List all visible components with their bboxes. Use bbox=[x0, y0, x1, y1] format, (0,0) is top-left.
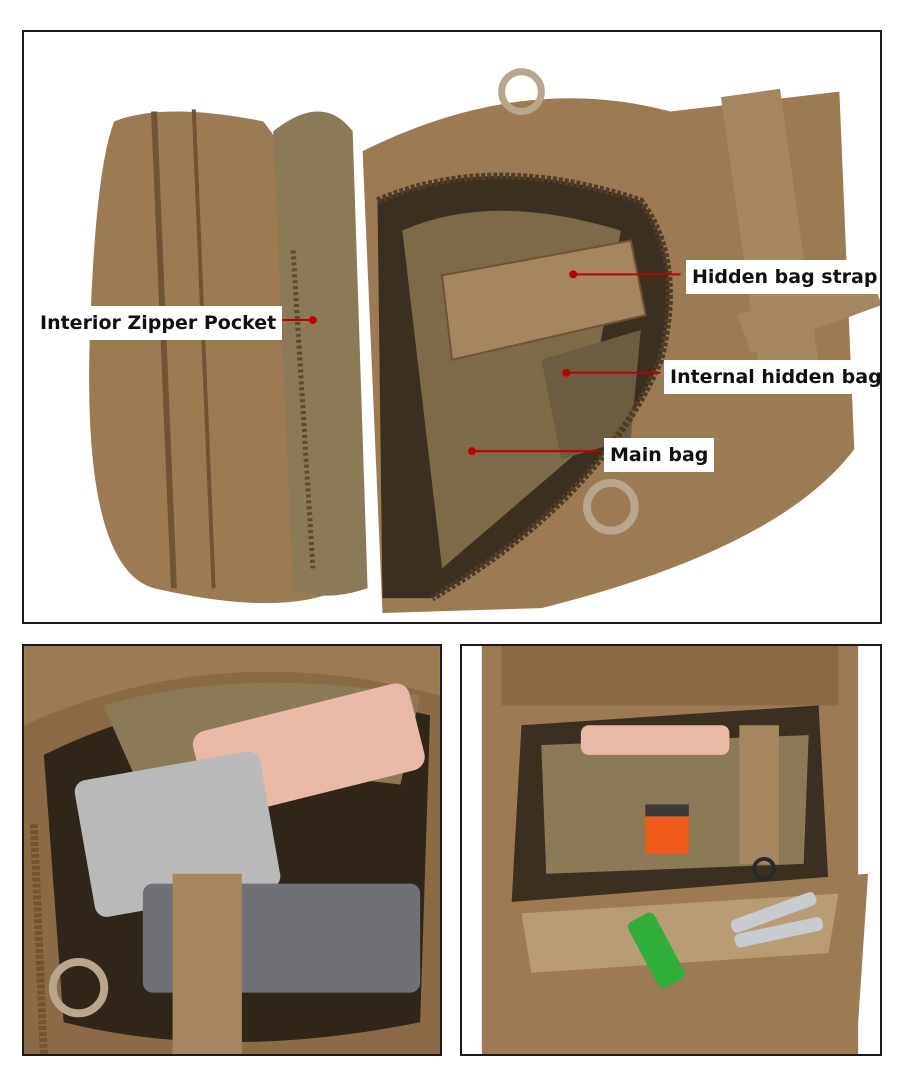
d-ring-icon bbox=[583, 478, 639, 535]
front-pocket-organizer-photo bbox=[460, 644, 882, 1056]
multitool bbox=[627, 912, 685, 988]
keys-icon bbox=[730, 856, 823, 948]
interior-zipper-pocket-lining bbox=[273, 111, 368, 596]
phone bbox=[580, 725, 730, 755]
hidden-bag-strap bbox=[440, 239, 647, 361]
phone-powerbank-photo bbox=[22, 644, 442, 1056]
callout-interior-zipper-pocket: Interior Zipper Pocket bbox=[34, 306, 283, 340]
callout-internal-hidden-bag: Internal hidden bag bbox=[664, 360, 880, 394]
main-compartment-photo: Hidden bag strap Interior Zipper Pocket … bbox=[22, 30, 882, 624]
internal-hidden-bag bbox=[541, 329, 641, 460]
key-strap bbox=[739, 725, 779, 864]
callout-main-bag: Main bag bbox=[604, 438, 715, 472]
callout-hidden-bag-strap: Hidden bag strap bbox=[686, 260, 880, 294]
lighter bbox=[645, 804, 689, 854]
velcro-panel bbox=[501, 646, 839, 706]
phone-powerbank-illustration bbox=[24, 646, 440, 1054]
front-pocket-organizer-illustration bbox=[462, 646, 880, 1054]
main-compartment-illustration bbox=[24, 32, 880, 622]
hidden-bag-strap bbox=[172, 873, 242, 1054]
d-ring-icon bbox=[48, 957, 109, 1018]
d-ring-icon bbox=[498, 68, 545, 115]
